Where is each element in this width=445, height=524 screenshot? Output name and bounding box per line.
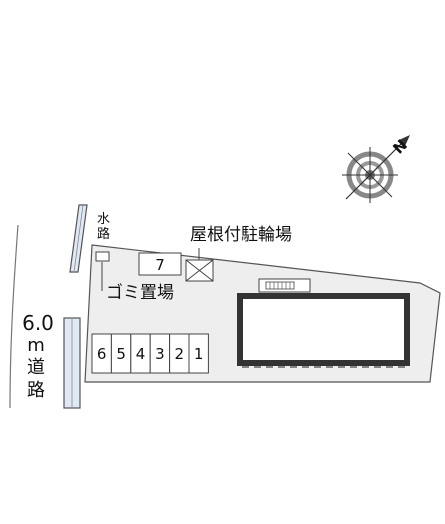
bike-parking-label: 屋根付駐輪場: [190, 225, 292, 245]
x-box-icon: [185, 259, 214, 282]
garbage-box: [95, 251, 110, 262]
parking-space-label: 6: [97, 345, 107, 363]
parking-space-box: [188, 333, 209, 374]
road-unit-label: m: [27, 335, 45, 356]
building-roof-element: [258, 278, 311, 293]
apartment-building: [237, 293, 410, 366]
road-edge-line: [9, 224, 19, 409]
road-width-label: 6.0: [22, 311, 54, 335]
road-label-2: 路: [27, 380, 45, 401]
road-label-1: 道: [27, 357, 45, 378]
parking-space-7-box: [138, 252, 182, 276]
parking-space-label: 2: [175, 345, 185, 363]
parking-space-label: 3: [155, 345, 165, 363]
parking-space-7-label: 7: [155, 256, 165, 274]
waterway-label-2: 路: [97, 226, 110, 242]
waterway-lower: [63, 317, 81, 409]
waterway-label-1: 水: [97, 212, 110, 227]
waterway-upper: [69, 204, 88, 273]
garbage-label: ゴミ置場: [106, 282, 174, 303]
parking-space-label: 1: [194, 345, 204, 363]
compass-rose-icon: [342, 135, 410, 203]
parking-space-label: 4: [136, 345, 146, 363]
parking-space-label: 5: [116, 345, 126, 363]
